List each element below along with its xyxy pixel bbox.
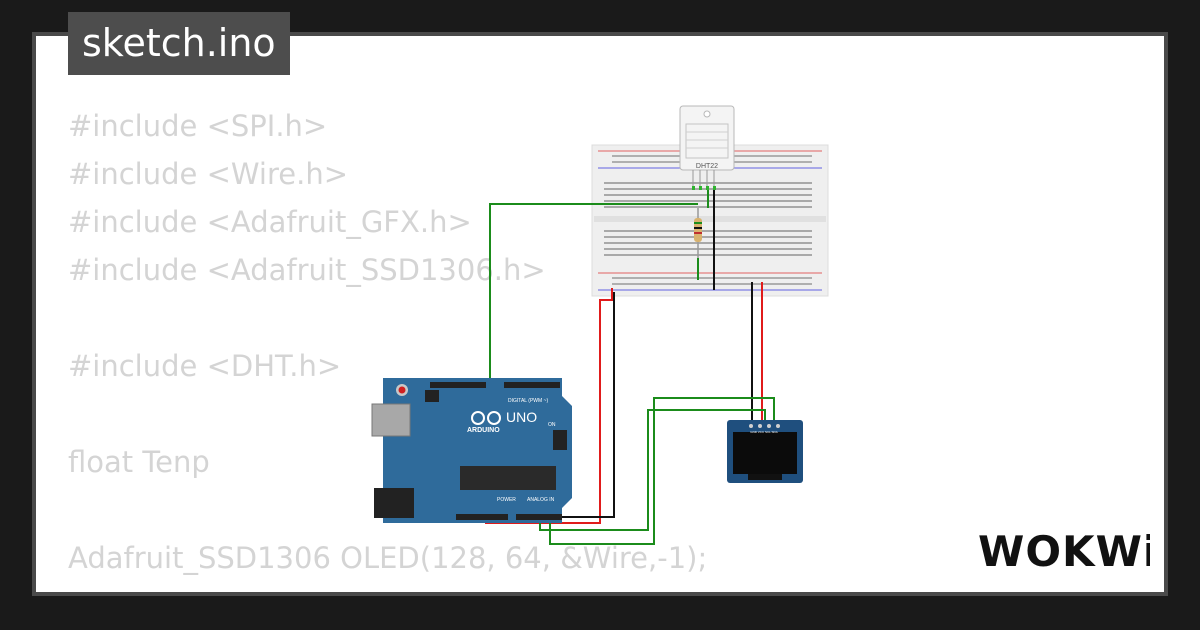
code-line: Adafruit_SSD1306 OLED(128, 64, &Wire,-1)…: [68, 541, 708, 575]
wokwi-logo-text: WOKWi: [978, 527, 1150, 576]
oled-pins-label: GND VCC SCL SDA: [750, 430, 777, 434]
code-line: DHT dht(DHTPIN, DHTTYPE);: [68, 582, 707, 592]
arduino-label: ARDUINO: [467, 427, 500, 434]
filename-tab: sketch.ino: [68, 12, 290, 75]
code-line: #include <Adafruit_GFX.h>: [68, 205, 472, 239]
dht22-label: DHT22: [696, 163, 718, 170]
arduino-logo-icon: [471, 411, 501, 425]
code-background: #include <SPI.h> #include <Wire.h> #incl…: [68, 102, 707, 592]
code-line: #include <DHT.h>: [68, 349, 342, 383]
oled-display: GND VCC SCL SDA: [727, 420, 803, 483]
code-line: #include <Wire.h>: [68, 157, 349, 191]
uno-label: UNO: [506, 409, 537, 425]
wokwi-logo: WOKWi: [978, 527, 1150, 576]
arduino-uno-board: DIGITAL (PWM ~) UNO ARDUINO ON POWER ANA…: [371, 378, 572, 523]
code-line: float Tenp: [68, 445, 210, 479]
resistor: [694, 208, 702, 260]
dht22-sensor: DHT22: [679, 105, 735, 190]
power-label: POWER: [497, 497, 516, 503]
on-label: ON: [548, 422, 556, 428]
code-line: #include <SPI.h>: [68, 109, 328, 143]
analog-label: ANALOG IN: [527, 497, 555, 503]
digital-pins-label: DIGITAL (PWM ~): [508, 398, 548, 404]
